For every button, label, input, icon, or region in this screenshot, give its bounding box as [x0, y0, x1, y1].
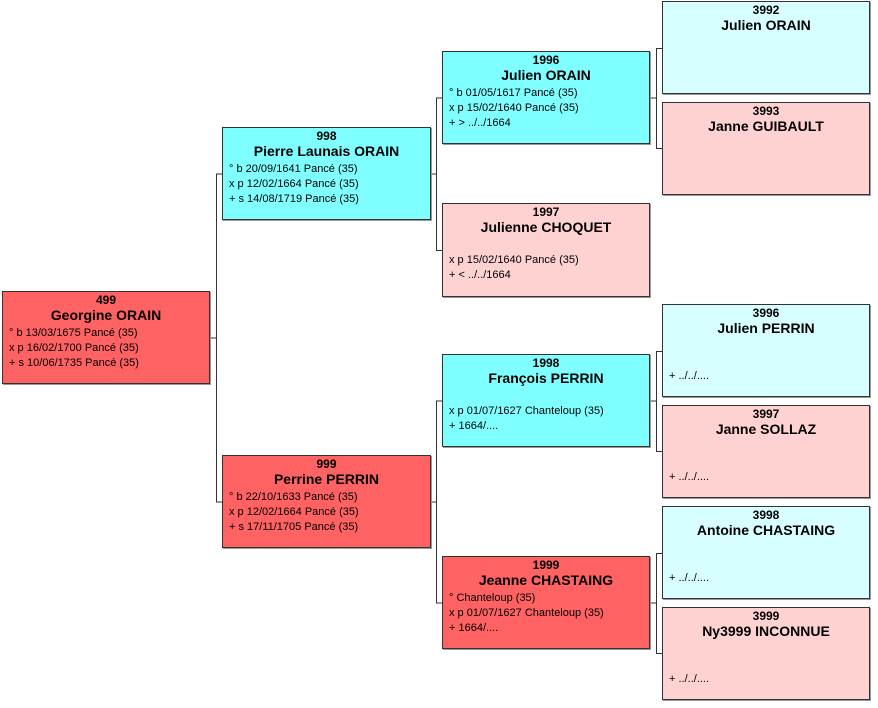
death-fact: + ../../.... [669, 471, 710, 483]
death-fact: + ../../.... [669, 370, 710, 382]
sosa-number: 999 [316, 457, 337, 471]
birth-fact: ° Chanteloup (35) [449, 592, 536, 604]
sosa-number: 3999 [752, 609, 780, 623]
sosa-number: 3992 [752, 3, 780, 17]
birth-fact [669, 339, 865, 354]
sosa-number: 3996 [752, 306, 780, 320]
birth-fact [449, 238, 645, 253]
person-box-499[interactable]: 499 Georgine ORAIN ° b 13/03/1675 Pancé … [2, 291, 210, 384]
person-name: François PERRIN [488, 370, 604, 386]
birth-fact: ° b 01/05/1617 Pancé (35) [449, 87, 578, 99]
birth-fact [669, 541, 865, 556]
person-name: Julienne CHOQUET [480, 219, 612, 235]
person-name: Jeanne CHASTAING [478, 572, 614, 588]
death-fact: + ../../.... [669, 572, 710, 584]
person-name: Janne SOLLAZ [715, 421, 817, 437]
marriage-fact [669, 51, 865, 66]
sosa-number: 1999 [532, 558, 560, 572]
sosa-number: 1996 [532, 53, 560, 67]
death-fact: + < ../../1664 [449, 269, 511, 281]
marriage-fact [669, 455, 865, 470]
person-box-3999[interactable]: 3999 Ny3999 INCONNUE + ../../.... [662, 607, 870, 700]
person-name: Julien PERRIN [717, 320, 815, 336]
marriage-fact: x p 12/02/1664 Pancé (35) [229, 506, 359, 518]
person-name: Julien ORAIN [721, 17, 811, 33]
person-name: Pierre Launais ORAIN [253, 143, 400, 159]
birth-fact [669, 36, 865, 51]
marriage-fact [669, 152, 865, 167]
death-fact: + s 14/08/1719 Pancé (35) [229, 193, 359, 205]
death-fact [669, 66, 865, 81]
person-box-1997[interactable]: 1997 Julienne CHOQUET x p 15/02/1640 Pan… [442, 203, 650, 297]
sosa-number: 3993 [752, 104, 780, 118]
person-box-1998[interactable]: 1998 François PERRIN x p 01/07/1627 Chan… [442, 354, 650, 447]
sosa-number: 499 [95, 293, 117, 307]
birth-fact [669, 440, 865, 455]
sosa-number: 998 [316, 129, 337, 143]
person-box-3996[interactable]: 3996 Julien PERRIN + ../../.... [662, 304, 870, 397]
person-box-3998[interactable]: 3998 Antoine CHASTAING + ../../.... [662, 506, 870, 599]
sosa-number: 3998 [752, 508, 780, 522]
birth-fact: ° b 22/10/1633 Pancé (35) [229, 491, 358, 503]
person-box-1999[interactable]: 1999 Jeanne CHASTAING ° Chanteloup (35) … [442, 556, 650, 649]
marriage-fact: x p 15/02/1640 Pancé (35) [449, 102, 579, 114]
birth-fact [449, 389, 645, 404]
person-box-1996[interactable]: 1996 Julien ORAIN ° b 01/05/1617 Pancé (… [442, 51, 650, 144]
marriage-fact [669, 657, 865, 672]
death-fact: + > ../../1664 [449, 117, 511, 129]
death-fact: + ../../.... [669, 673, 710, 685]
person-box-3993[interactable]: 3993 Janne GUIBAULT [662, 102, 870, 195]
marriage-fact: x p 16/02/1700 Pancé (35) [9, 342, 139, 354]
person-name: Janne GUIBAULT [708, 118, 824, 134]
sosa-number: 1997 [532, 205, 560, 219]
death-fact: + 1664/.... [449, 420, 499, 432]
birth-fact [669, 137, 865, 152]
marriage-fact: x p 01/07/1627 Chanteloup (35) [449, 607, 604, 619]
death-fact [669, 167, 865, 182]
person-box-3997[interactable]: 3997 Janne SOLLAZ + ../../.... [662, 405, 870, 498]
sosa-number: 1998 [532, 356, 560, 370]
marriage-fact [669, 354, 865, 369]
person-box-998[interactable]: 998 Pierre Launais ORAIN ° b 20/09/1641 … [222, 127, 431, 220]
death-fact: + s 17/11/1705 Pancé (35) [229, 521, 359, 533]
birth-fact: ° b 13/03/1675 Pancé (35) [9, 327, 138, 339]
death-fact: + 1664/.... [449, 622, 499, 634]
marriage-fact: x p 12/02/1664 Pancé (35) [229, 178, 359, 190]
person-box-999[interactable]: 999 Perrine PERRIN ° b 22/10/1633 Pancé … [222, 455, 431, 548]
person-name: Perrine PERRIN [273, 471, 380, 487]
person-name: Georgine ORAIN [50, 307, 162, 323]
marriage-fact: x p 15/02/1640 Pancé (35) [449, 254, 579, 266]
birth-fact: ° b 20/09/1641 Pancé (35) [229, 163, 358, 175]
marriage-fact [669, 556, 865, 571]
person-name: Julien ORAIN [501, 67, 591, 83]
person-box-3992[interactable]: 3992 Julien ORAIN [662, 1, 870, 94]
marriage-fact: x p 01/07/1627 Chanteloup (35) [449, 405, 604, 417]
sosa-number: 3997 [752, 407, 780, 421]
birth-fact [669, 642, 865, 657]
person-name: Ny3999 INCONNUE [702, 623, 830, 639]
death-fact: + s 10/06/1735 Pancé (35) [9, 357, 139, 369]
person-name: Antoine CHASTAING [696, 522, 836, 538]
